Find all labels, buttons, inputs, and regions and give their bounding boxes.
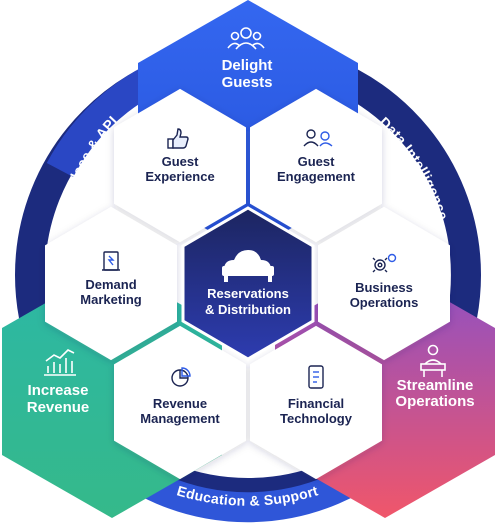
pie-chart-icon — [171, 367, 191, 387]
business-operations-line2: Operations — [350, 295, 419, 310]
revenue-management-line2: Management — [140, 411, 220, 426]
revenue-management-line1: Revenue — [153, 396, 207, 411]
people-group-icon — [227, 27, 265, 50]
thumbs-up-icon — [167, 128, 189, 149]
cloud-bed-icon — [222, 250, 274, 282]
guest-experience-line2: Experience — [145, 169, 214, 184]
top-hex-title-line1: Delight — [222, 57, 273, 74]
hex-financial-technology — [250, 325, 382, 480]
financial-technology-line2: Technology — [280, 411, 353, 426]
users-chat-icon — [303, 129, 333, 147]
demand-marketing-line2: Marketing — [80, 292, 141, 307]
hex-revenue-management — [114, 325, 246, 480]
guest-engagement-line2: Engagement — [277, 169, 356, 184]
left-hex-title-line2: Revenue — [27, 399, 90, 416]
hex-guest-engagement — [250, 88, 382, 243]
demand-marketing-line1: Demand — [85, 277, 136, 292]
bar-chart-growth-icon — [44, 349, 76, 376]
credit-card-icon — [308, 365, 324, 389]
center-hexagon — [181, 206, 315, 361]
hex-guest-experience — [114, 88, 246, 243]
financial-technology-line1: Financial — [288, 396, 344, 411]
guest-experience-line1: Guest — [162, 154, 200, 169]
right-hex-title-line1: Streamline — [397, 377, 474, 394]
person-at-desk-icon — [420, 344, 446, 377]
top-hex-title-line2: Guests — [222, 74, 273, 91]
right-hex-title-line2: Operations — [395, 393, 474, 410]
left-hex-title-line1: Increase — [28, 382, 89, 399]
guest-engagement-line1: Guest — [298, 154, 336, 169]
hex-demand-marketing — [45, 206, 177, 361]
gears-icon — [372, 253, 397, 273]
megaphone-icon — [102, 251, 120, 271]
center-title-line1: Reservations — [207, 286, 289, 301]
hex-business-operations — [318, 206, 450, 361]
center-title-line2: & Distribution — [205, 302, 291, 317]
business-operations-line1: Business — [355, 280, 413, 295]
